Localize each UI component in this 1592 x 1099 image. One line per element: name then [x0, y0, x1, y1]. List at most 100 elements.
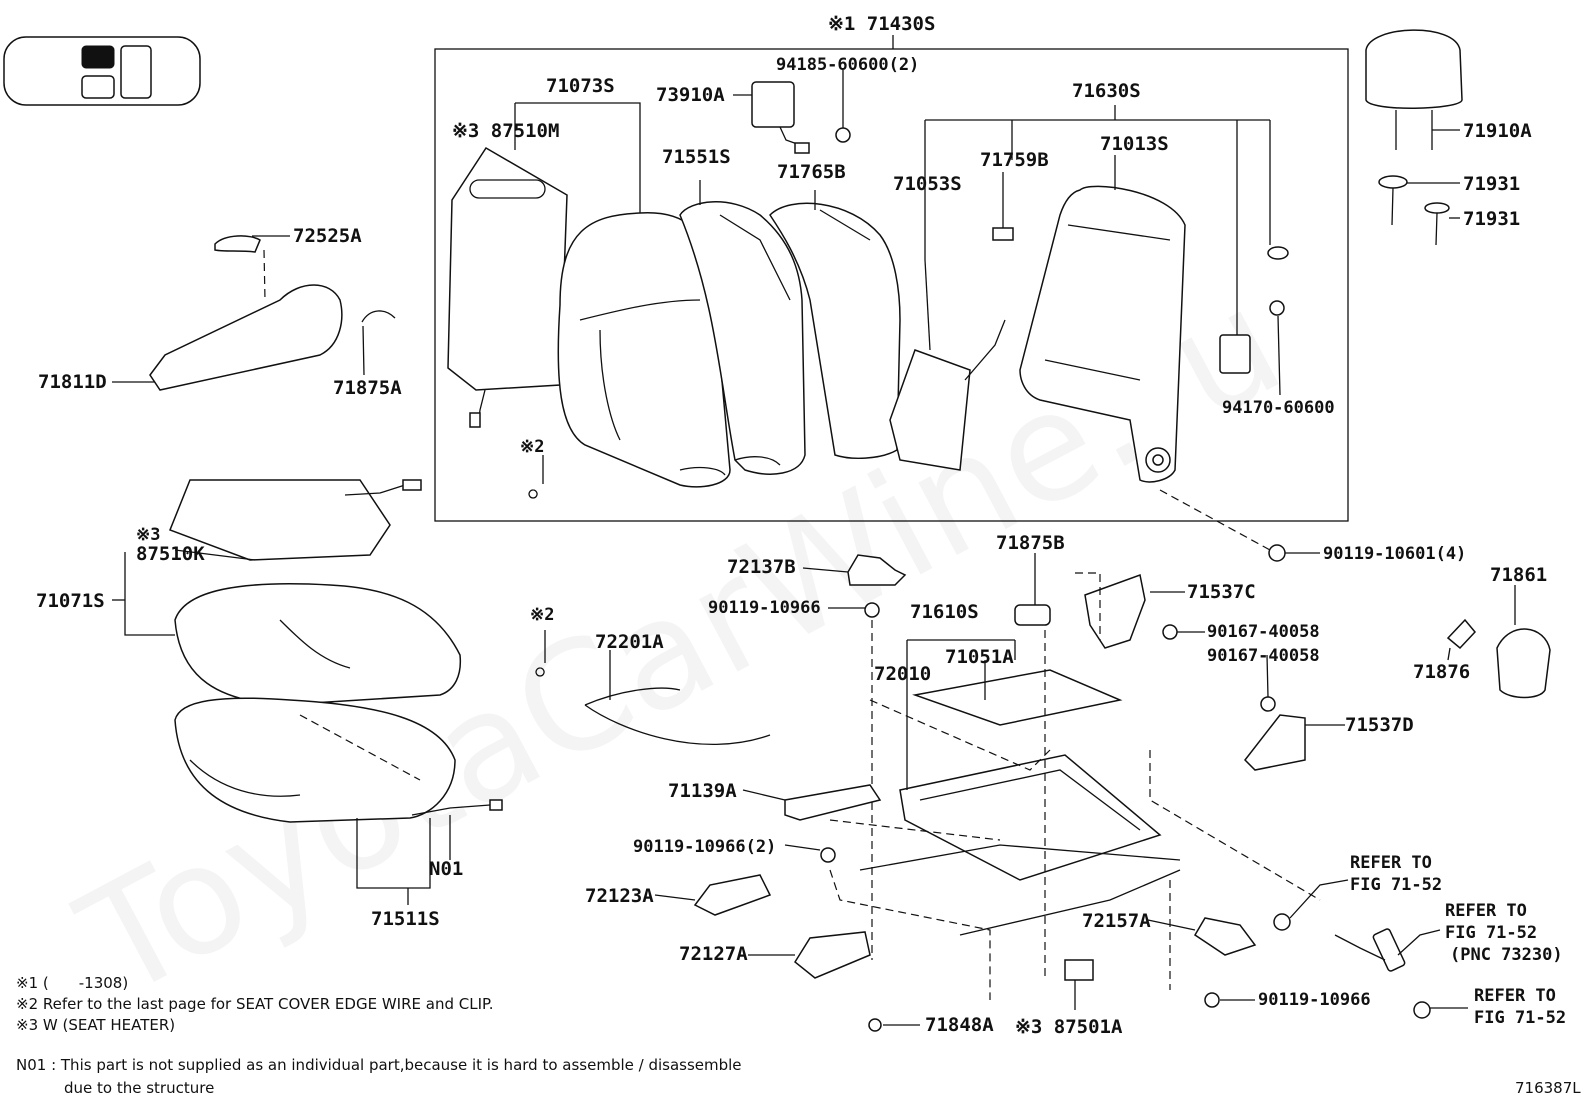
footnote-1: ※1 ( -1308) [16, 974, 128, 992]
label-94170-60600: 94170-60600 [1222, 398, 1335, 418]
part-72157a [1193, 917, 1257, 956]
clip-mark-2a [528, 489, 538, 499]
part-labels: ※1 71430S 94185-60600(2) 71073S 73910A ※… [36, 13, 1566, 1038]
seatback-frame [1019, 185, 1186, 483]
label-87510m: ※3 87510M [452, 120, 559, 142]
lumbar-support [889, 259, 1006, 471]
label-refer-3b: FIG 71-52 [1474, 1008, 1566, 1028]
seat-cushion-heater-mat [169, 479, 422, 561]
label-refer-1a: REFER TO [1350, 853, 1432, 873]
grommet [1267, 246, 1289, 260]
part-71875b [1014, 604, 1051, 626]
bolt-90119-2 [820, 847, 836, 863]
seatbelt-buckle [1334, 928, 1406, 972]
part-71876 [1446, 618, 1477, 650]
seat-cover-wire [584, 687, 771, 746]
label-71931-b: 71931 [1463, 208, 1520, 230]
label-refer-1b: FIG 71-52 [1350, 875, 1442, 895]
part-71139a [784, 784, 882, 821]
label-71537c: 71537C [1187, 581, 1256, 603]
part-72123a [693, 874, 772, 916]
seat-adjuster-frame [859, 669, 1181, 936]
label-90119-10966-a: 90119-10966 [708, 598, 821, 618]
recliner-cover-cap [214, 235, 261, 253]
harness-n01 [411, 799, 503, 816]
label-71430s: ※1 71430S [828, 13, 935, 35]
label-90119-10601: 90119-10601(4) [1323, 544, 1466, 564]
label-90167-40058-b: 90167-40058 [1207, 646, 1320, 666]
label-note2-a: ※2 [520, 437, 544, 457]
label-94185-60600: 94185-60600(2) [776, 55, 919, 75]
label-71073s: 71073S [546, 75, 615, 97]
label-refer-2c: (PNC 73230) [1450, 945, 1563, 965]
label-71139a: 71139A [668, 780, 737, 802]
label-90119-10966-b: 90119-10966 [1258, 990, 1371, 1010]
label-71013s: 71013S [1100, 133, 1169, 155]
label-71053s: 71053S [893, 173, 962, 195]
label-72157a: 72157A [1082, 910, 1151, 932]
label-72201a: 72201A [595, 631, 664, 653]
assembly-dashed-lines [299, 489, 1321, 1000]
label-71765b: 71765B [777, 161, 846, 183]
frame-bracket [1219, 334, 1251, 374]
part-71537c [1084, 573, 1146, 649]
figure-code: 716387L [1515, 1079, 1581, 1097]
label-90119-10966-2: 90119-10966(2) [633, 837, 776, 857]
seatback-cover [557, 212, 731, 488]
label-72010: 72010 [874, 663, 931, 685]
label-87501a: ※3 87501A [1015, 1016, 1123, 1038]
seatback-pad [679, 201, 806, 475]
label-71071s: 71071S [36, 590, 105, 612]
bolt-90167-a [1162, 624, 1178, 640]
label-71511s: 71511S [371, 908, 440, 930]
seatback-assembly-box [434, 48, 1349, 522]
label-72123a: 72123A [585, 885, 654, 907]
airbag-sensor-module [751, 81, 810, 154]
label-71630s: 71630S [1072, 80, 1141, 102]
clip-71759b [992, 227, 1014, 241]
nut-bolt-ref3 [1413, 1001, 1431, 1019]
label-71051a: 71051A [945, 646, 1014, 668]
clip-mark-2b [535, 667, 545, 677]
label-90167-40058-a: 90167-40058 [1207, 622, 1320, 642]
label-n01: N01 [429, 858, 463, 880]
footnote-2: ※2 Refer to the last page for SEAT COVER… [16, 995, 493, 1013]
part-72137b [847, 554, 907, 586]
label-71861: 71861 [1490, 564, 1547, 586]
label-87510k: 87510K [136, 543, 205, 565]
label-71610s: 71610S [910, 601, 979, 623]
label-71759b: 71759B [980, 149, 1049, 171]
nut-94185 [835, 70, 851, 143]
leader-lines [112, 94, 1516, 1026]
part-71861 [1496, 628, 1551, 699]
label-refer-3a: REFER TO [1474, 986, 1556, 1006]
bolt-90119-10601 [1268, 544, 1286, 562]
bolt-90119-a [864, 602, 880, 618]
label-note2-b: ※2 [530, 605, 554, 625]
label-71875a: 71875A [333, 377, 402, 399]
label-71551s: 71551S [662, 146, 731, 168]
footnotes: ※1 ( -1308) ※2 Refer to the last page fo… [16, 974, 1581, 1097]
anchor-bolt [1273, 913, 1291, 931]
seat-side-shield [149, 284, 343, 391]
label-71931-a: 71931 [1463, 173, 1520, 195]
seatback-heater-mat [447, 146, 568, 428]
bolt-90167-b [1260, 696, 1276, 712]
label-71876: 71876 [1413, 661, 1470, 683]
label-refer-2a: REFER TO [1445, 901, 1527, 921]
label-71910a: 71910A [1463, 120, 1532, 142]
label-71875b: 71875B [996, 532, 1065, 554]
label-note3-87510k: ※3 [136, 525, 160, 545]
label-71848a: 71848A [925, 1014, 994, 1036]
label-72525a: 72525A [293, 225, 362, 247]
label-refer-2b: FIG 71-52 [1445, 923, 1537, 943]
label-72127a: 72127A [679, 943, 748, 965]
shield-cap [361, 310, 396, 323]
footnote-3: ※3 W (SEAT HEATER) [16, 1016, 175, 1034]
label-73910a: 73910A [656, 84, 725, 106]
headrest-guide-2 [1424, 202, 1450, 246]
seat-cushion-cover [174, 583, 462, 706]
footnote-n01-cont: due to the structure [64, 1079, 214, 1097]
bolt-90119-b [1204, 992, 1220, 1008]
